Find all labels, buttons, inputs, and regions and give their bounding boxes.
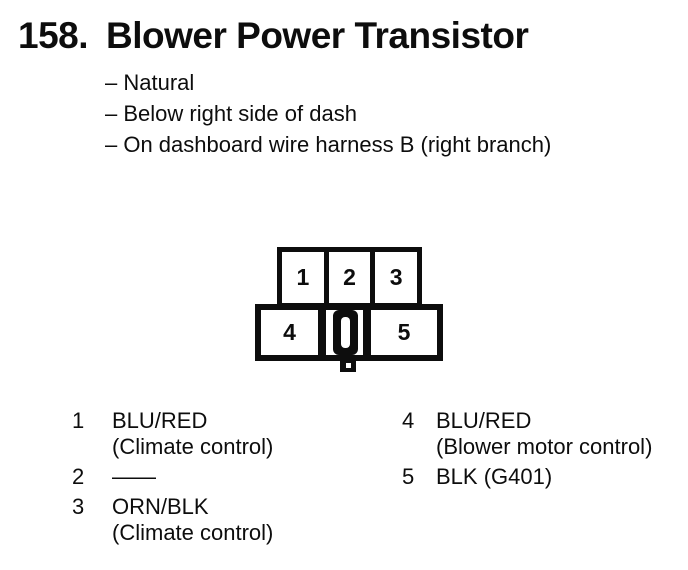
legend-item-pin-4: 4 BLU/RED (Blower motor control) <box>402 408 688 460</box>
legend-wire-function: (Blower motor control) <box>436 434 653 459</box>
divider-wall-left <box>318 310 326 355</box>
section-heading: 158. Blower Power Transistor <box>18 15 529 56</box>
key-slot <box>333 310 358 355</box>
legend-wire-function: (Climate control) <box>112 434 274 459</box>
pin-cavity-3: 3 <box>370 252 417 303</box>
legend-wire-color: —— <box>112 464 156 489</box>
note-line-color: – Natural <box>105 70 195 95</box>
section-number: 158. <box>18 15 89 56</box>
section-title: Blower Power Transistor <box>106 15 529 56</box>
pin-number-label: 3 <box>389 264 403 290</box>
legend-pin-number: 2 <box>72 464 85 489</box>
legend-pin-number: 5 <box>402 464 415 489</box>
pin-cavity-5: 5 <box>371 310 437 355</box>
pin-number-label: 4 <box>283 319 296 345</box>
legend-item-pin-1: 1 BLU/RED (Climate control) <box>72 408 372 460</box>
note-line-harness: – On dashboard wire harness B (right bra… <box>105 132 552 157</box>
pin-cavity-1: 1 <box>282 252 324 303</box>
connector-top-row: 1 2 3 <box>277 247 422 308</box>
legend-item-pin-5: 5 BLK (G401) <box>402 464 688 490</box>
legend-item-pin-2: 2 —— <box>72 464 372 490</box>
legend-wire-color: BLU/RED <box>436 408 532 433</box>
key-slot-region <box>326 310 363 355</box>
mounting-tab <box>340 360 356 372</box>
legend-pin-number: 3 <box>72 494 85 519</box>
legend-pin-number: 4 <box>402 408 415 433</box>
connector-diagram: 1 2 3 4 5 <box>255 247 443 374</box>
legend-wire-color: BLU/RED <box>112 408 208 433</box>
pin-number-label: 1 <box>296 264 310 290</box>
legend-wire-color: ORN/BLK <box>112 494 209 519</box>
pin-cavity-2: 2 <box>323 252 371 303</box>
pin-legend-right-column: 4 BLU/RED (Blower motor control) 5 BLK (… <box>402 408 688 494</box>
pin-number-label: 5 <box>397 319 411 345</box>
note-line-location: – Below right side of dash <box>105 101 357 126</box>
legend-wire-color: BLK (G401) <box>436 464 553 489</box>
divider-wall-right <box>363 310 371 355</box>
pin-number-label: 2 <box>343 264 356 290</box>
connector-bottom-row: 4 5 <box>255 304 443 361</box>
pin-cavity-4: 4 <box>261 310 318 355</box>
pin-legend-left-column: 1 BLU/RED (Climate control) 2 —— 3 ORN/B… <box>72 408 372 550</box>
legend-pin-number: 1 <box>72 408 85 433</box>
key-slot-opening <box>341 317 350 348</box>
legend-item-pin-3: 3 ORN/BLK (Climate control) <box>72 494 372 546</box>
mounting-tab-hole <box>345 363 351 368</box>
location-notes: – Natural – Below right side of dash – O… <box>105 67 551 160</box>
legend-wire-function: (Climate control) <box>112 520 274 545</box>
